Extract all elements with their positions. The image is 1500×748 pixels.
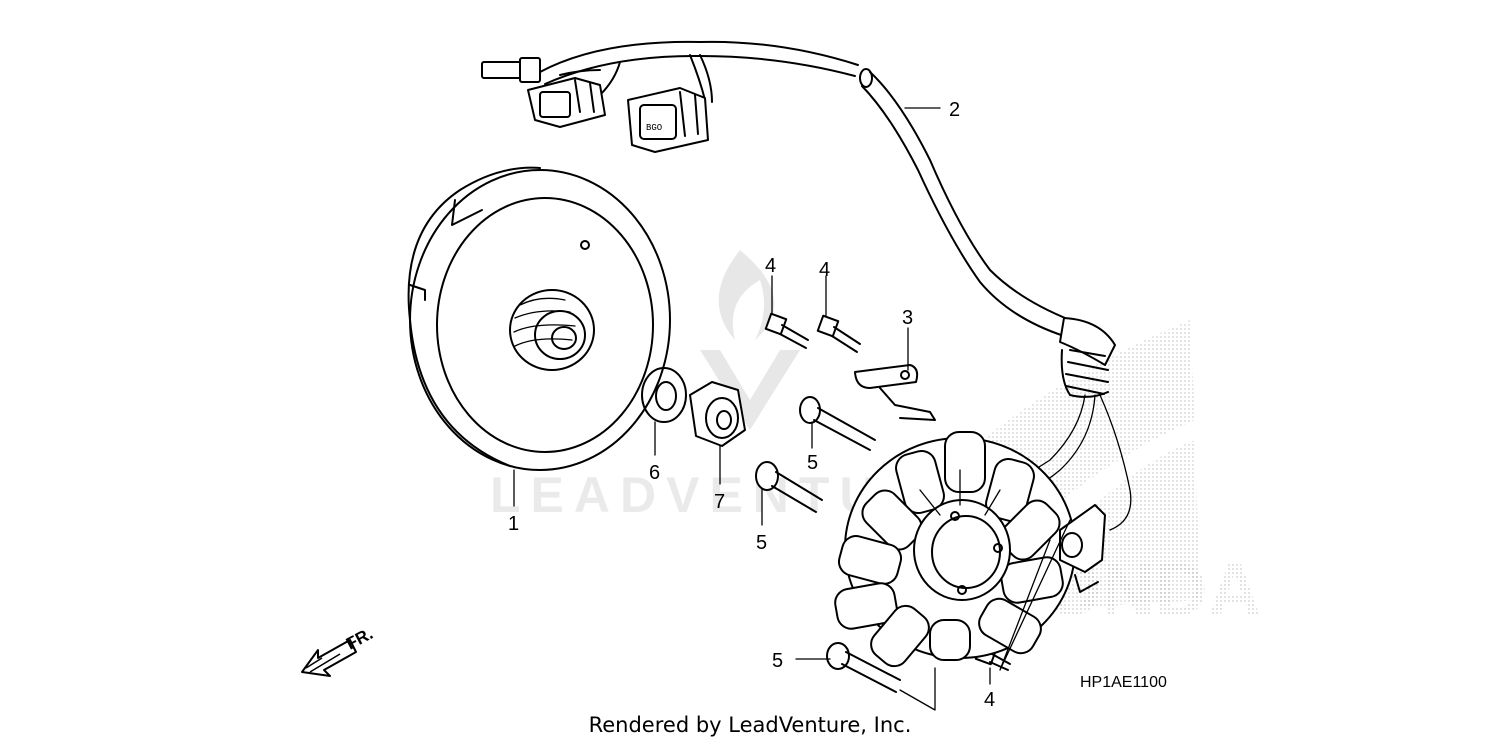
- bolt-4b: [816, 314, 861, 353]
- clamp: [854, 364, 936, 421]
- callout-bolt-5c: 5: [772, 650, 783, 672]
- bolt-5c: [826, 642, 901, 693]
- nut: [689, 381, 746, 447]
- bolt-5b: [755, 461, 823, 513]
- bolt-4a: [764, 312, 809, 349]
- leadventure-logo-watermark: [700, 250, 800, 430]
- callout-washer: 6: [649, 462, 660, 484]
- bolt-5a: [799, 396, 876, 451]
- callout-bolt-5b: 5: [756, 532, 767, 554]
- connector-b-marking: BGO: [646, 123, 662, 133]
- callout-flywheel: 1: [508, 513, 519, 535]
- pulse-generator: [1059, 504, 1106, 593]
- diagram-code: HP1AE1100: [1080, 674, 1167, 691]
- front-direction-arrow: [301, 639, 357, 677]
- callout-bolt-4c: 4: [984, 689, 995, 711]
- footer-credit: Rendered by LeadVenture, Inc.: [588, 713, 912, 737]
- callout-wire-harness: 2: [949, 99, 960, 121]
- flywheel: [407, 166, 671, 471]
- callout-bolt-5a: 5: [807, 452, 818, 474]
- wire-harness: BGO: [481, 40, 1132, 531]
- callout-clamp: 3: [902, 307, 913, 329]
- callout-nut: 7: [714, 491, 725, 513]
- leader-lines: [513, 107, 1071, 711]
- stator: [834, 431, 1076, 668]
- callout-bolt-4a: 4: [765, 255, 776, 277]
- callout-bolt-4b: 4: [819, 259, 830, 281]
- washer: [641, 367, 687, 423]
